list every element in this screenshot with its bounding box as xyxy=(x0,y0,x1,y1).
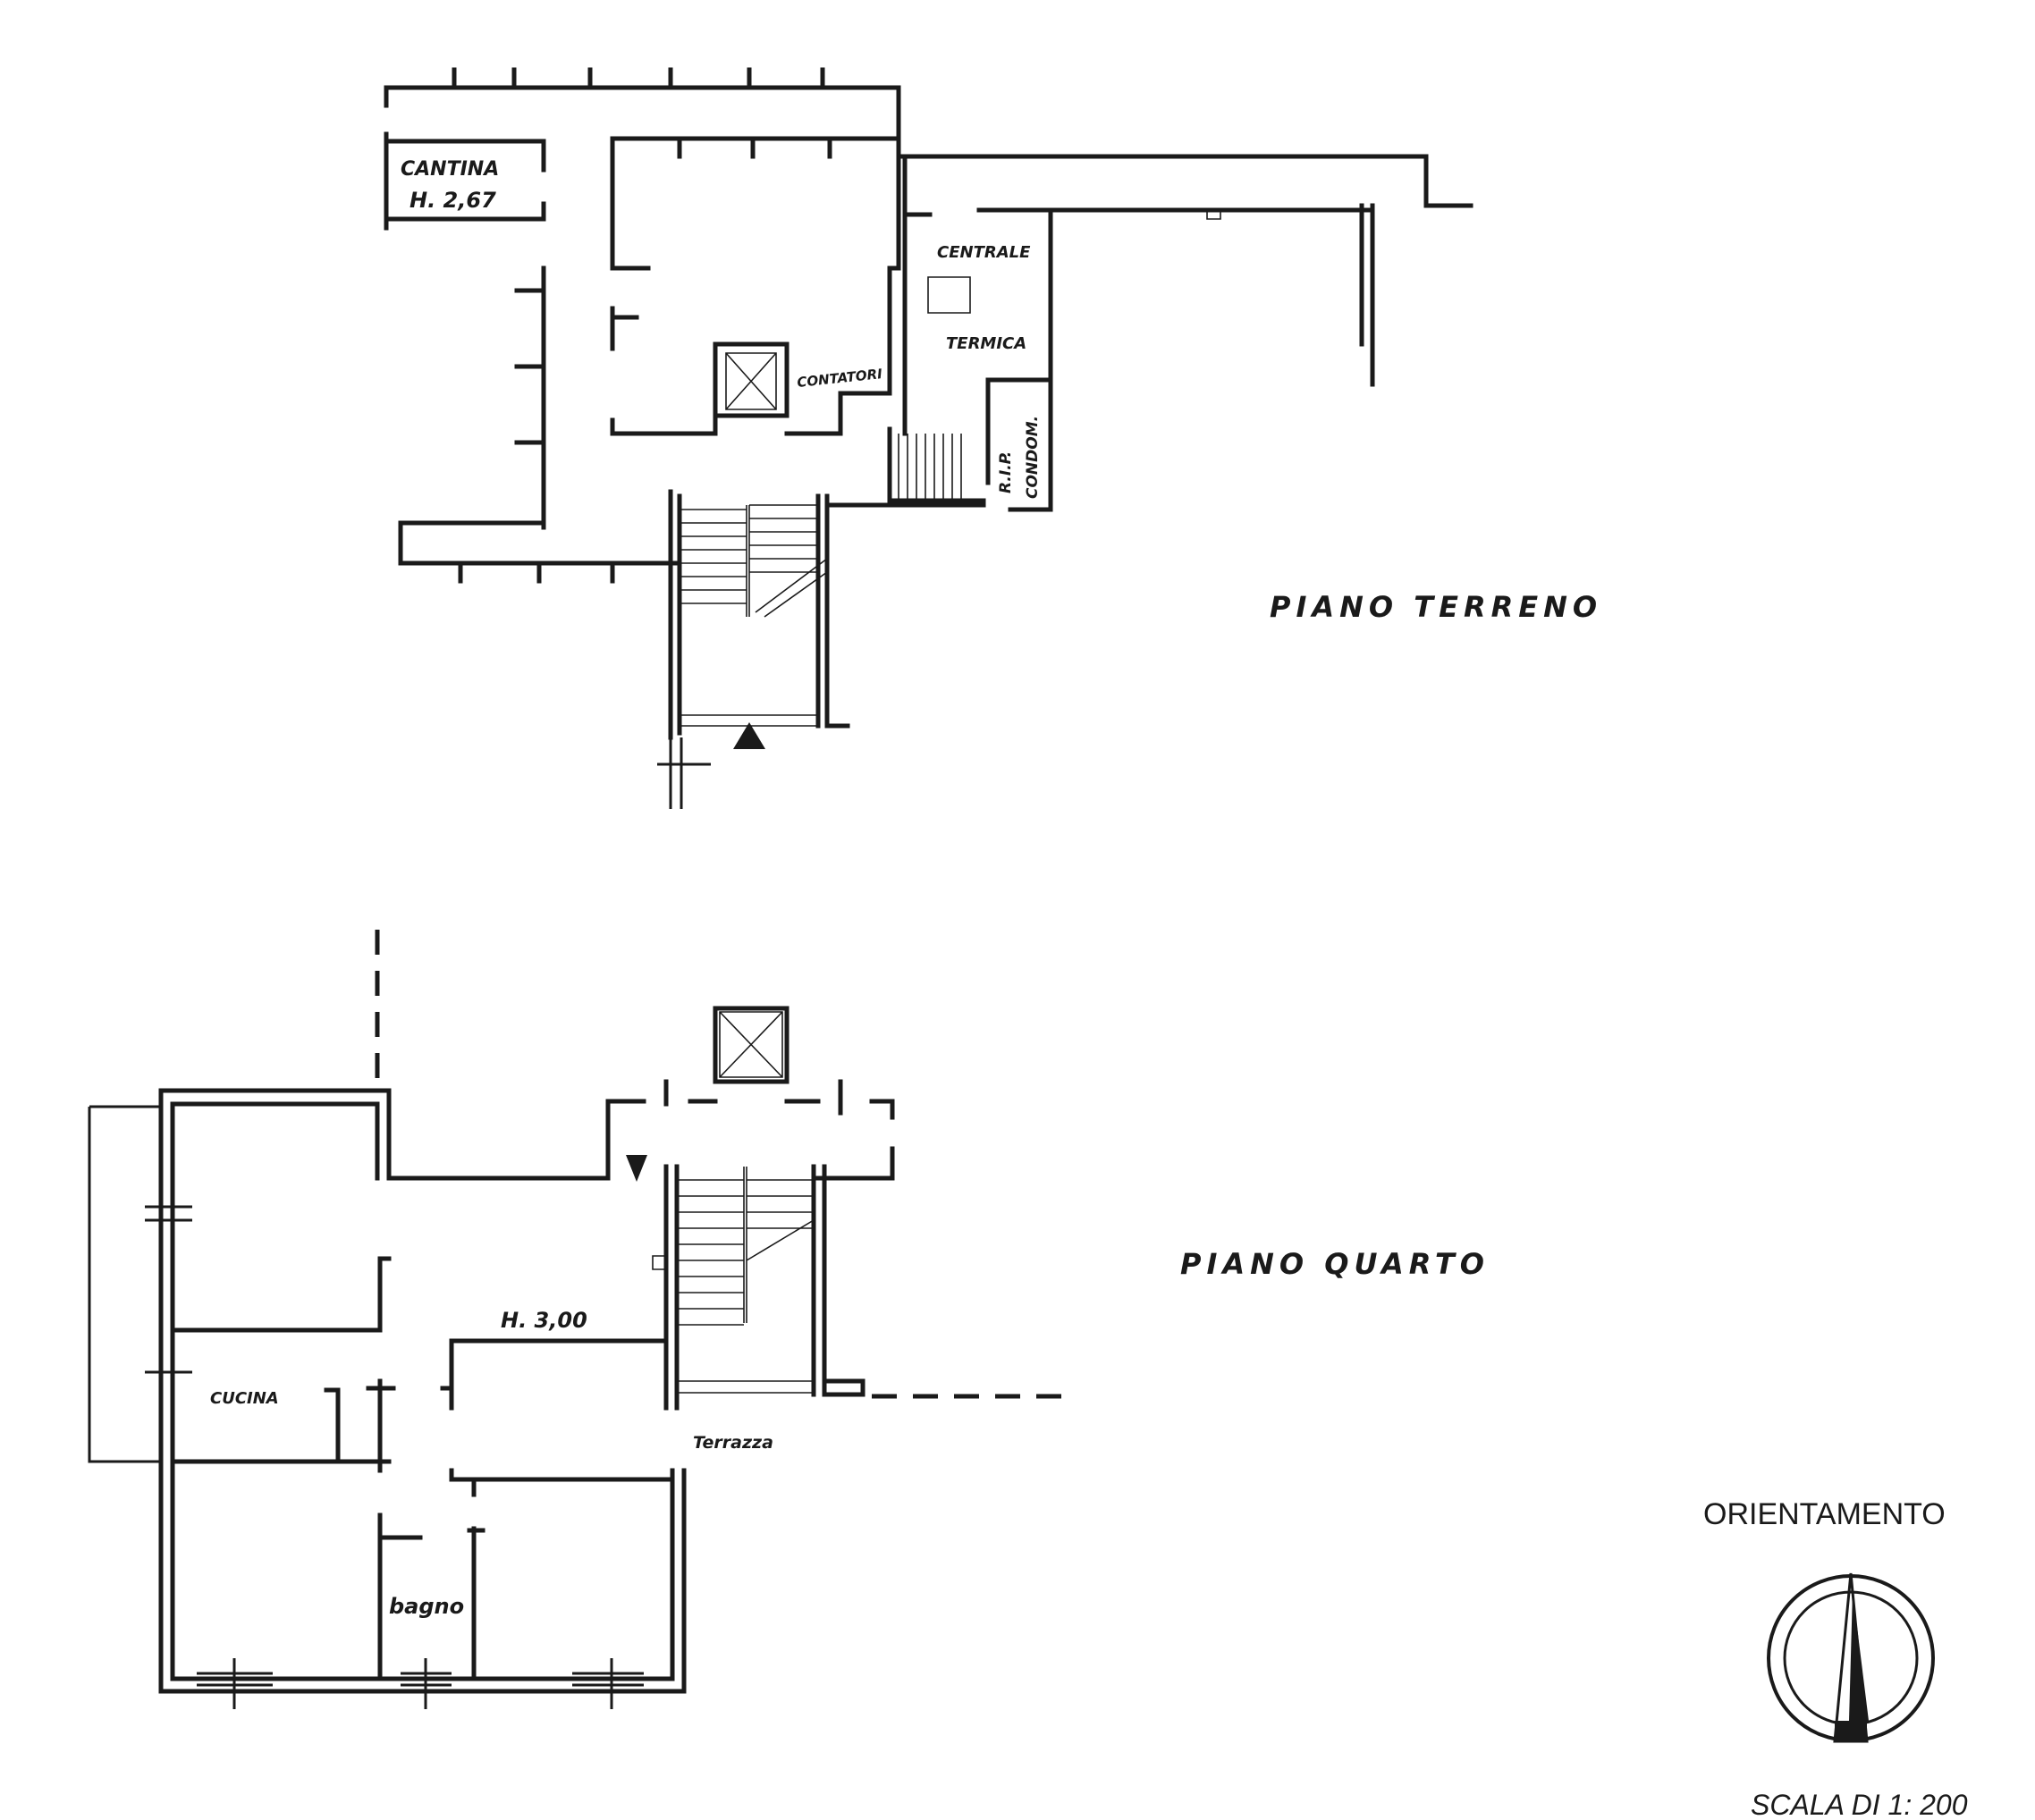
height-label: H. 3,00 xyxy=(501,1308,587,1333)
rip-label: R.I.P. xyxy=(997,451,1015,493)
bagno-label: bagno xyxy=(389,1594,464,1619)
condom-label: CONDOM. xyxy=(1024,416,1042,499)
cantina-label: CANTINA xyxy=(401,158,499,181)
cucina-label: CUCINA xyxy=(210,1389,279,1408)
orientation-label: ORIENTAMENTO xyxy=(1703,1497,1946,1531)
scale-label: SCALA DI 1: 200 xyxy=(1751,1789,1968,1820)
fourth-floor-plan xyxy=(88,930,1064,1709)
cantina-height-label: H. 2,67 xyxy=(410,188,496,213)
termica-label: TERMICA xyxy=(946,334,1026,353)
fourth-floor-title: PIANO QUARTO xyxy=(1180,1247,1490,1281)
contatori-label: CONTATORI xyxy=(797,366,883,391)
north-arrow-icon xyxy=(1767,1572,1935,1743)
terrazza-label: Terrazza xyxy=(693,1433,773,1453)
ground-floor-title: PIANO TERRENO xyxy=(1270,590,1602,624)
ground-floor-plan xyxy=(384,67,1473,809)
centrale-label: CENTRALE xyxy=(937,243,1031,262)
